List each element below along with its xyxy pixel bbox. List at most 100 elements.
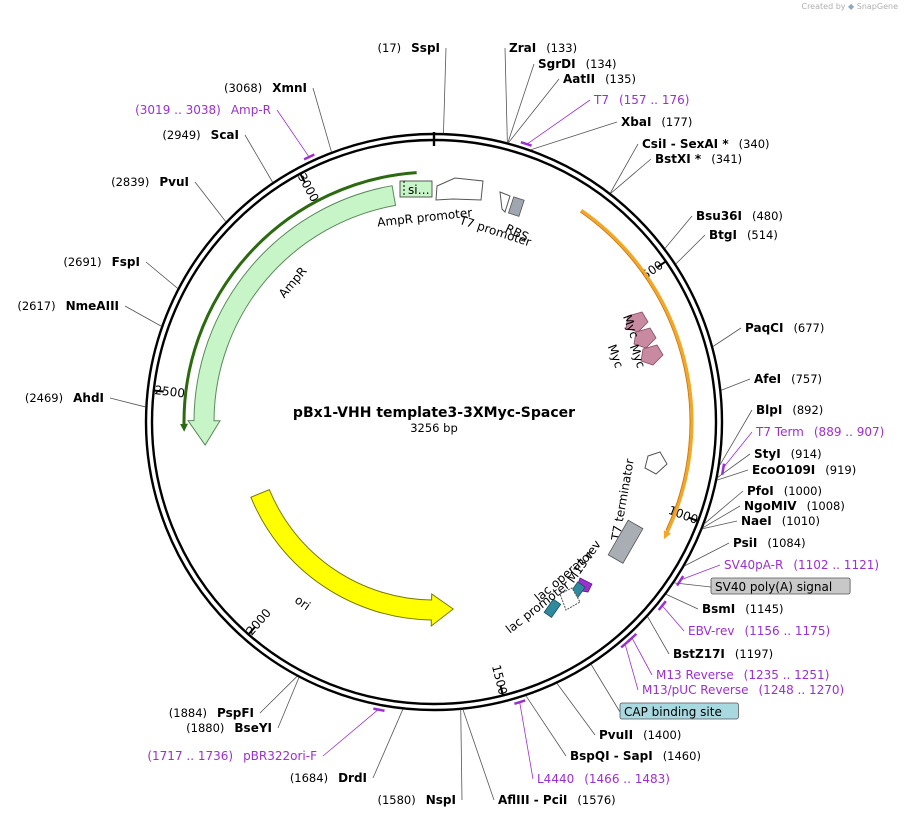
site-label-18[interactable]: BsmI(1145) [702, 602, 784, 616]
site-label-19[interactable]: BstZ17I(1197) [673, 647, 773, 661]
primer-label-2[interactable]: SV40pA-R(1102 .. 1121) [724, 558, 879, 572]
site-leader-5 [609, 143, 639, 194]
myc-tag-3-arrow[interactable] [640, 344, 664, 366]
site-label-3[interactable]: AatII(135) [563, 72, 636, 86]
site-label-29[interactable]: (2691)FspI [63, 255, 140, 269]
site-label-22[interactable]: AflIII - PciI(1576) [498, 793, 616, 807]
site-leader-3 [508, 78, 560, 143]
site-leader-10 [721, 378, 751, 391]
primer-label-8[interactable]: (3019 .. 3038)Amp-R [135, 103, 271, 117]
site-label-15[interactable]: NgoMIV(1008) [744, 499, 845, 513]
primer-label-0[interactable]: T7(157 .. 176) [593, 93, 689, 107]
primer-leader-0 [525, 99, 591, 146]
site-label-7[interactable]: Bsu36I(480) [696, 209, 783, 223]
myc-tag-1-arrow[interactable] [625, 311, 649, 333]
site-leaders [109, 47, 753, 801]
site-label-16[interactable]: NaeI(1010) [741, 514, 820, 528]
site-label-5[interactable]: CsiI - SexAI *(340) [642, 137, 770, 151]
boxed-text-0[interactable]: SV40 poly(A) signal [715, 580, 832, 594]
boxed-text-1[interactable]: CAP binding site [624, 705, 722, 719]
site-label-8[interactable]: BtgI(514) [709, 228, 778, 242]
ampr-feature-arrow[interactable] [187, 185, 397, 446]
site-label-24[interactable]: (1684)DrdI [290, 771, 367, 785]
myc-tag-2-arrow[interactable] [633, 327, 657, 349]
site-label-11[interactable]: BlpI(892) [756, 403, 823, 417]
plasmid-length: 3256 bp [410, 421, 458, 435]
site-leader-0 [443, 47, 447, 134]
site-label-10[interactable]: AfeI(757) [754, 372, 822, 386]
site-leader-21 [525, 695, 567, 757]
primer-label-7[interactable]: (1717 .. 1736)pBR322ori-F [147, 749, 317, 763]
site-label-27[interactable]: (2469)AhdI [25, 391, 104, 405]
orange-feature-arc [580, 208, 694, 540]
primer-label-6[interactable]: L4440(1466 .. 1483) [537, 772, 670, 786]
snapgene-logo-icon: ◆ [848, 2, 855, 11]
site-label-26[interactable]: (1884)PspFI [169, 706, 254, 720]
primer-label-1[interactable]: T7 Term(889 .. 907) [755, 425, 884, 439]
signal-peptide-box[interactable] [399, 180, 433, 198]
tick-label-3: 2000 [243, 606, 274, 638]
site-label-4[interactable]: XbaI(177) [621, 115, 692, 129]
site-label-21[interactable]: BspQI - SapI(1460) [570, 749, 701, 763]
site-leader-17 [684, 542, 730, 567]
primer-leader-8 [276, 109, 310, 159]
site-leader-26 [259, 676, 298, 714]
site-label-25[interactable]: (1880)BseYI [186, 721, 272, 735]
boxed-leader-0 [674, 582, 712, 588]
site-label-1[interactable]: ZraI(133) [509, 41, 577, 55]
site-label-17[interactable]: PsiI(1084) [733, 536, 806, 550]
tick-mark-1 [688, 516, 700, 523]
site-label-13[interactable]: EcoO109I(919) [752, 463, 856, 477]
tick-mark-3 [247, 626, 256, 636]
primer-label-4[interactable]: M13 Reverse(1235 .. 1251) [656, 668, 829, 682]
primer-label-3[interactable]: EBV-rev(1156 .. 1175) [688, 624, 830, 638]
primer-leader-6 [519, 701, 534, 780]
primer-mark-2 [676, 575, 685, 587]
site-label-12[interactable]: StyI(914) [754, 447, 822, 461]
site-label-2[interactable]: SgrDI(134) [538, 57, 617, 71]
signal-peptide-label: si… [408, 183, 430, 197]
boxed-bg-0[interactable] [710, 577, 851, 595]
cap-binding-box[interactable] [543, 598, 562, 618]
site-label-14[interactable]: PfoI(1000) [747, 484, 822, 498]
site-leader-11 [719, 409, 753, 466]
tick-mark-2 [499, 685, 505, 697]
site-label-0[interactable]: (17)SspI [378, 41, 440, 55]
site-leader-30 [194, 181, 227, 222]
plasmid-name: pBx1-VHH template3-3XMyc-Spacer [293, 405, 575, 421]
boxed-bg-1[interactable] [619, 702, 739, 720]
t7-terminator-arrow[interactable] [644, 451, 668, 475]
site-leader-4 [530, 121, 618, 151]
lac-promoter-arrow[interactable] [559, 587, 581, 611]
sv40-polya-box[interactable] [607, 519, 644, 564]
site-leader-13 [716, 469, 749, 481]
primer-leader-5 [624, 642, 639, 691]
primer-leader-4 [631, 636, 653, 676]
t7-promoter-arrow[interactable] [499, 191, 511, 213]
tick-mark-0 [657, 260, 668, 268]
site-label-30[interactable]: (2839)PvuI [111, 175, 189, 189]
site-label-20[interactable]: PvuII(1400) [599, 728, 681, 742]
tick-mark-4 [152, 389, 164, 393]
site-label-23[interactable]: (1580)NspI [378, 793, 457, 807]
tick-label-4: 2500 [154, 383, 186, 400]
primer-leader-1 [721, 431, 753, 470]
site-label-28[interactable]: (2617)NmeAIII [17, 299, 119, 313]
site-label-9[interactable]: PaqCI(677) [745, 321, 824, 335]
primer-label-5[interactable]: M13/pUC Reverse(1248 .. 1270) [642, 683, 844, 697]
site-label-6[interactable]: BstXI *(341) [655, 152, 742, 166]
ampr-promoter-arrow[interactable] [435, 177, 484, 201]
feature-marks [276, 99, 753, 780]
site-labels: (17)SspI ZraI(133) SgrDI(134)AatII(135) Xba… [17, 41, 856, 807]
site-leader-32 [312, 87, 332, 152]
primer-mark-1 [720, 463, 726, 476]
ori-feature-arrow[interactable] [250, 488, 455, 628]
tick-label-2: 1500 [489, 663, 510, 696]
site-label-32[interactable]: (3068)XmnI [224, 81, 307, 95]
site-leader-27 [109, 397, 146, 408]
lac-promoter-label: lac promoter [503, 578, 572, 636]
site-label-31[interactable]: (2949)ScaI [162, 128, 239, 142]
rbs-box[interactable] [507, 196, 525, 217]
site-leader-31 [244, 134, 273, 183]
